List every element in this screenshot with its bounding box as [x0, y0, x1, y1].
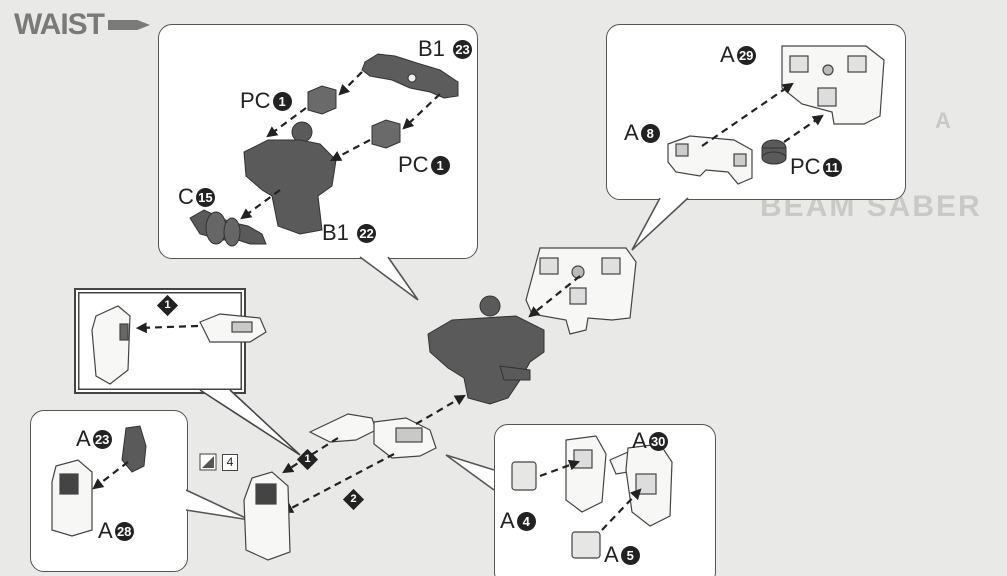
wedge-marker-icon: [199, 453, 217, 471]
part-pc1-a: [307, 85, 337, 115]
part-main-plate: [525, 247, 637, 335]
step-1-badge: 1: [296, 448, 319, 471]
part-step1-piece: [199, 313, 267, 343]
part-pc1-b: [371, 119, 401, 149]
label-b1-22: B1 22: [322, 220, 377, 246]
part-skirt-side-main: [243, 471, 291, 561]
part-a30: [565, 435, 673, 527]
part-pc11: [761, 139, 787, 165]
callout-right-pointer: [631, 197, 689, 251]
step-1-badge-callout: 1: [156, 294, 179, 317]
callout-top-pointer: [359, 256, 419, 301]
part-step1-armor: [91, 305, 131, 385]
part-a29: [781, 45, 885, 125]
part-b1-22: [243, 121, 337, 235]
callout-bottom-right: [494, 424, 716, 576]
part-a28: [51, 459, 93, 537]
section-title: WAIST: [14, 8, 105, 41]
background-a-badge: A: [935, 108, 951, 133]
step-2-badge: 2: [342, 488, 365, 511]
part-a23: [121, 425, 147, 473]
part-main-body: [427, 295, 545, 405]
callout-step1-pointer: [199, 389, 301, 456]
marker-number-box: 4: [222, 454, 238, 471]
part-c15: [189, 209, 267, 247]
part-a8: [667, 135, 753, 185]
part-b1-23: [361, 53, 459, 99]
callout-left-pointer: [185, 489, 251, 521]
part-skirt-front: [308, 413, 437, 459]
part-a5: [571, 531, 601, 559]
part-a4: [511, 461, 537, 491]
title-arrow-bar: [108, 20, 150, 30]
callout-bottom-right-pointer: [445, 454, 495, 491]
label-b1-23: B1 23: [418, 36, 473, 62]
